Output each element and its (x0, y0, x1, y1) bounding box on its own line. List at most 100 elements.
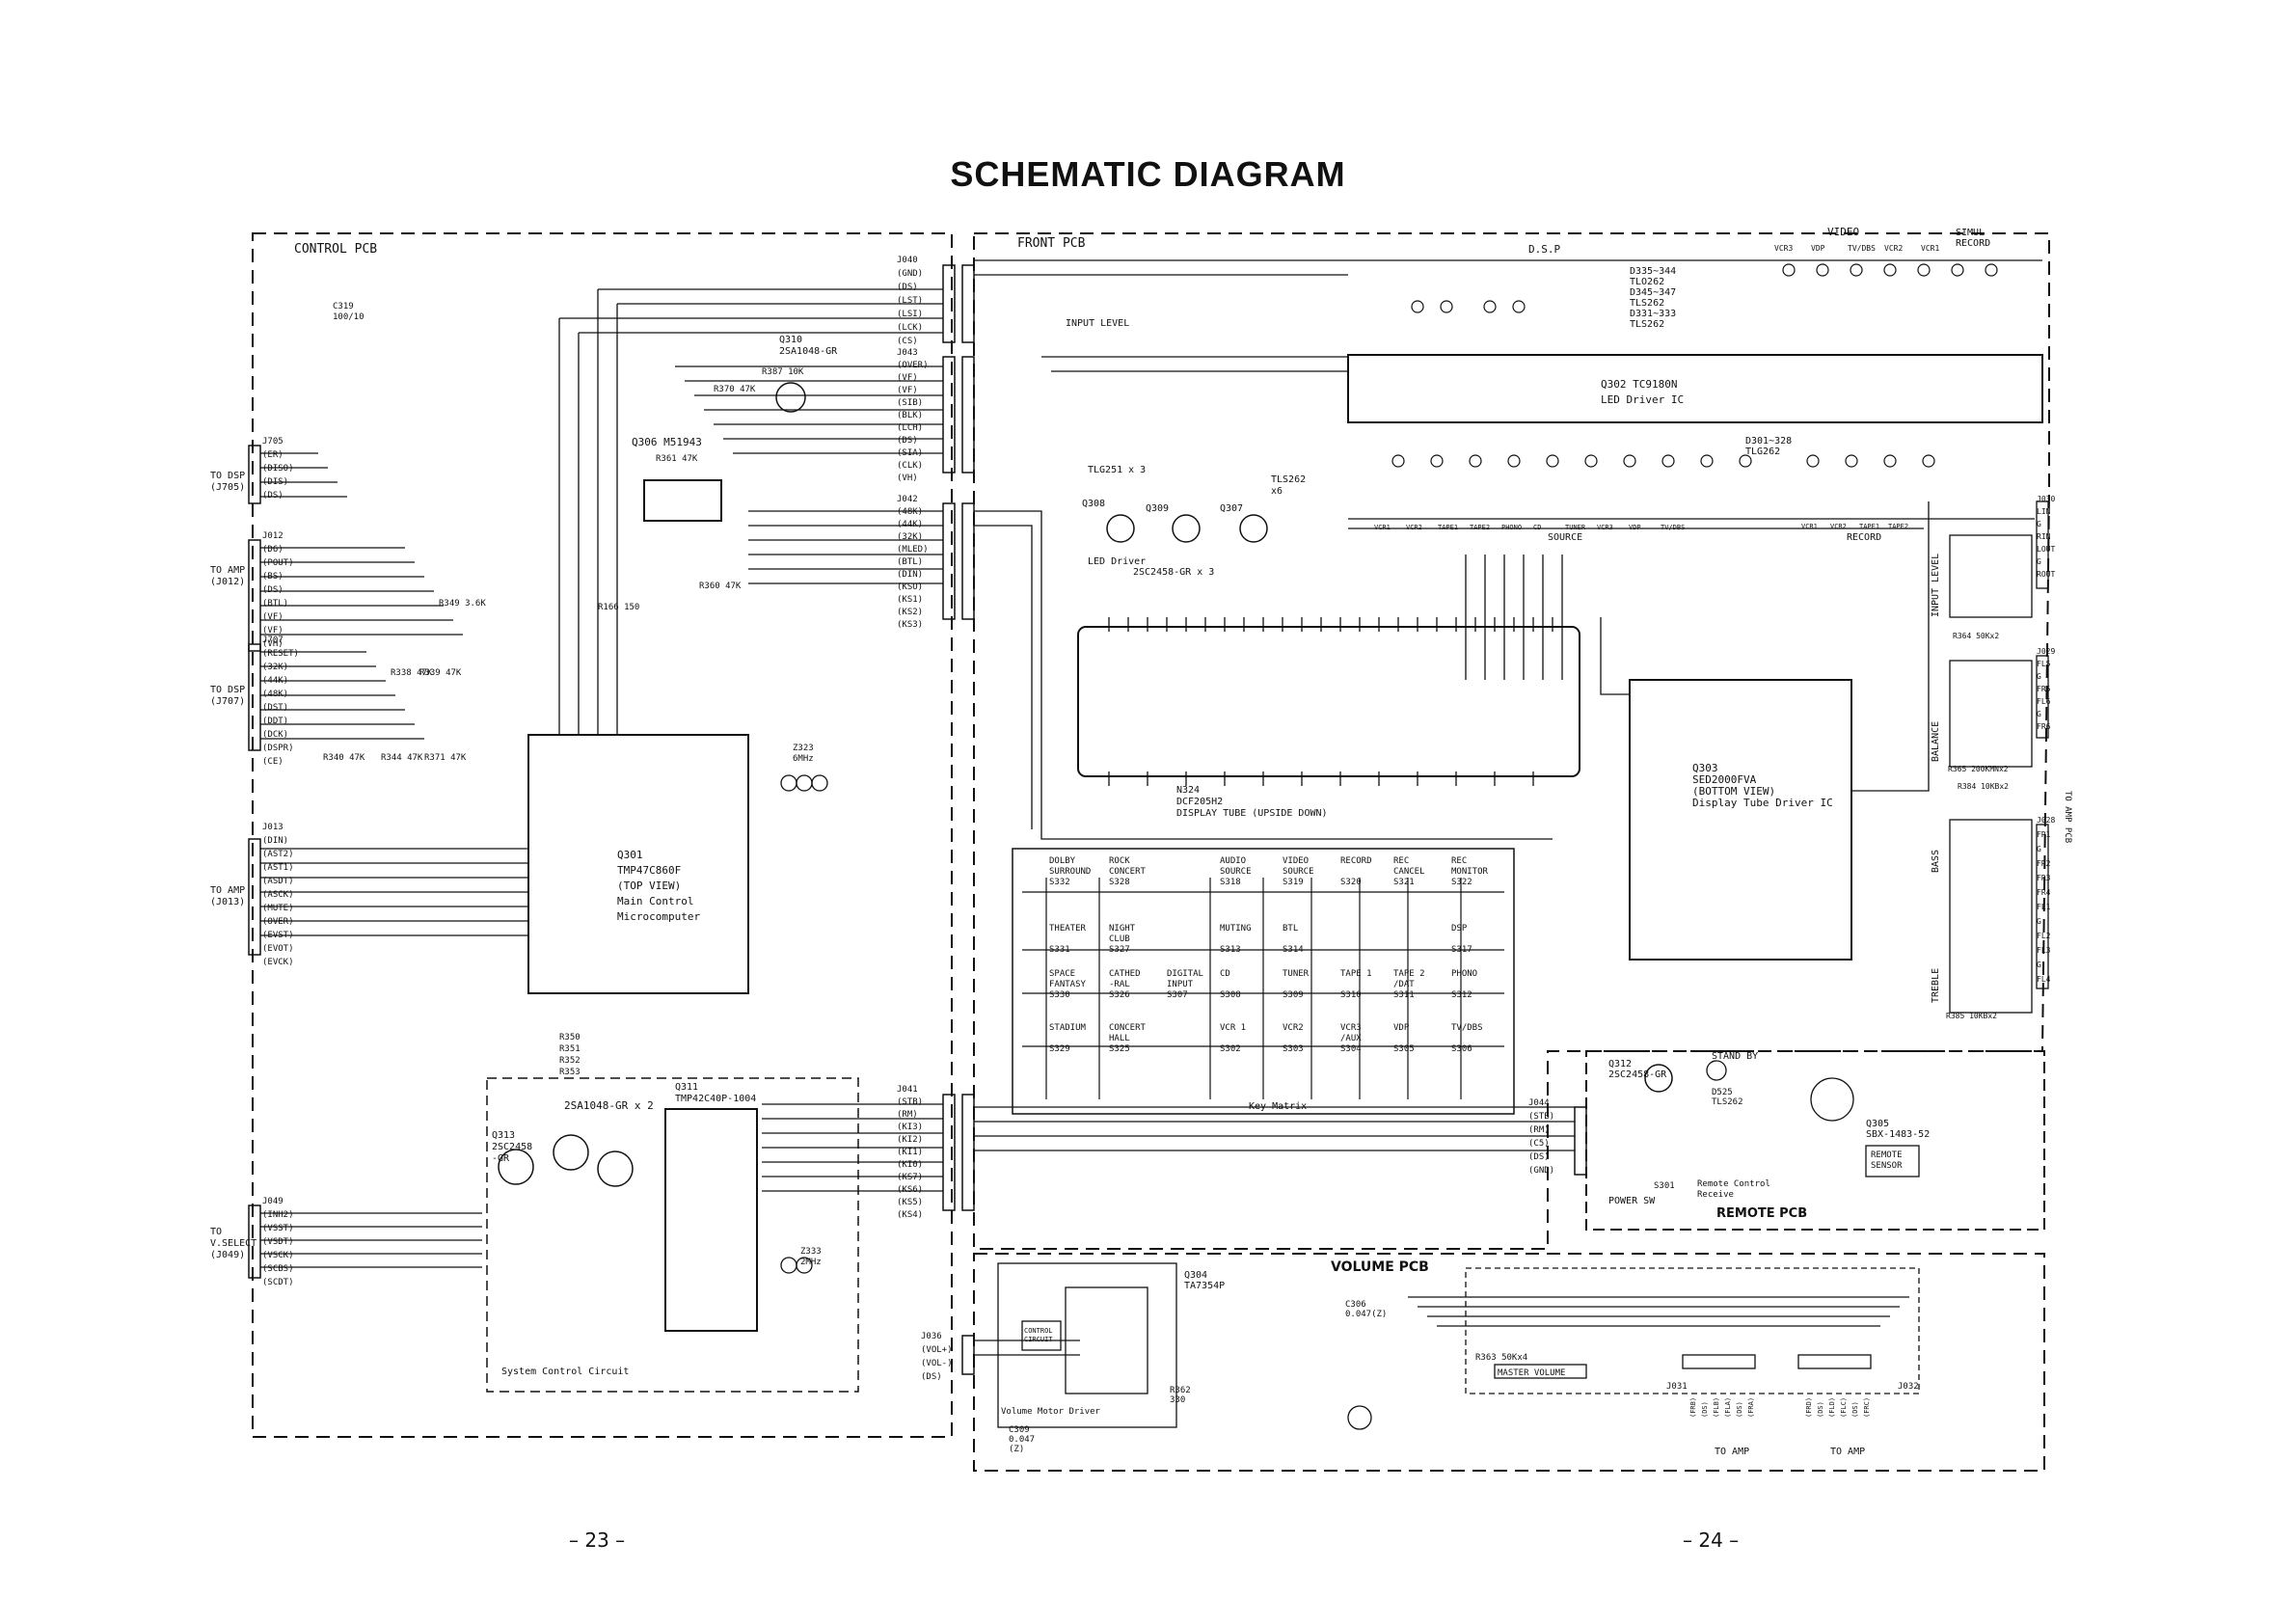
treble-label: TREBLE (1931, 968, 1941, 1003)
connector-j707-pin: (DST) (262, 703, 288, 713)
led-note-label: TLS262 (1630, 298, 1664, 309)
connector-j030-pin: J030 (2037, 495, 2055, 503)
to-amp-label: TO AMP (210, 565, 245, 576)
record-column-label: TAPE2 (1888, 523, 1908, 530)
connector-columns (248, 264, 1587, 1375)
key-matrix-grid (1022, 878, 1504, 1099)
connector-j044-pin: (RM) (1528, 1125, 1550, 1135)
connector-j049-pin: (VSST) (262, 1224, 294, 1233)
connector-j012-pin: (POUT) (262, 558, 294, 568)
connector-j043-pin: (CLK) (897, 461, 923, 471)
connector-j043-pin: (VF) (897, 373, 918, 383)
q301-chip (527, 734, 749, 994)
connector-j029-pin: FL5 (2037, 660, 2051, 668)
connector-j041-pin: (KI2) (897, 1135, 923, 1145)
led-note-label: TLO262 (1630, 277, 1664, 287)
connector-j040-pin: (LST) (897, 296, 923, 306)
key-matrix-switch: DOLBY (1049, 856, 1076, 866)
key-matrix-switch: S332 (1049, 878, 1070, 887)
connector-j707-pin: (DDT) (262, 717, 288, 726)
source-label: SOURCE (1548, 532, 1582, 543)
led-markers (1391, 263, 1998, 468)
q308-label: Q308 (1082, 499, 1105, 509)
connector-j013-pin: (EVCK) (262, 958, 294, 967)
key-matrix-switch: ROCK (1109, 856, 1130, 866)
connector-j707-pin: (RESET) (262, 649, 299, 659)
key-matrix-switch: S325 (1109, 1044, 1130, 1054)
key-matrix-switch: CD (1220, 969, 1230, 979)
input-level-label: INPUT LEVEL (1931, 554, 1941, 617)
source-column-label: TAPE1 (1438, 524, 1458, 531)
key-matrix-switch: VDP (1393, 1023, 1410, 1033)
key-matrix-switch: CLUB (1109, 934, 1130, 944)
q302-chip (1347, 354, 2043, 423)
key-matrix-switch: S319 (1283, 878, 1304, 887)
connector-j031-label: J031 (1666, 1382, 1688, 1392)
volume-pin-label: (FLC) (1840, 1397, 1848, 1418)
to-dsp-label: TO DSP (210, 471, 245, 481)
remote-receive-label: Remote Control (1697, 1179, 1770, 1189)
bass-label: BASS (1931, 850, 1941, 873)
connector-j028-pin: FL4 (2037, 975, 2051, 984)
key-matrix-switch: S322 (1451, 878, 1472, 887)
key-matrix-switch: S310 (1340, 990, 1362, 1000)
key-matrix-switch: PHONO (1451, 969, 1477, 979)
r364-label: R364 50Kx2 (1953, 632, 1999, 640)
remote-pcb-title: REMOTE PCB (1716, 1206, 1807, 1221)
connector-j013-pin: (DIN) (262, 836, 288, 846)
volume-pin-label: (DS) (1817, 1401, 1824, 1418)
volume-pin-label: (FRC) (1863, 1397, 1871, 1418)
resistor-label: R351 (559, 1044, 581, 1054)
connector-j013-pin: (ASCK) (262, 890, 294, 900)
key-matrix-switch: -RAL (1109, 980, 1130, 989)
key-matrix-switch: MUTING (1220, 924, 1252, 934)
connector-j013-pin: (EVOT) (262, 944, 294, 954)
source-column-label: VDP (1629, 524, 1641, 531)
connector-j030-pin: LOUT (2037, 545, 2055, 554)
bus-wires (260, 259, 2042, 1356)
key-matrix-switch: /DAT (1393, 980, 1415, 989)
q303-chip (1629, 679, 1852, 961)
key-matrix-switch: S328 (1109, 878, 1130, 887)
video-column-label: VDP (1811, 244, 1825, 253)
connector-j043-pin: (SIB) (897, 398, 923, 408)
q306-label: Q306 M51943 (632, 436, 702, 448)
connector-j013-pin: (AST1) (262, 863, 294, 873)
key-matrix-outline (1012, 848, 1515, 1115)
tls262-label: x6 (1271, 486, 1283, 497)
volume-pin-label: (FLB) (1713, 1397, 1720, 1418)
c306-label: 0.047(Z) (1345, 1310, 1387, 1319)
connector-j043-pin: (LCH) (897, 423, 923, 433)
remote-sensor-label: SENSOR (1871, 1161, 1903, 1171)
display-tube-label: DISPLAY TUBE (UPSIDE DOWN) (1176, 808, 1328, 819)
source-column-label: CD (1533, 524, 1541, 531)
video-column-label: TV/DBS (1848, 244, 1876, 253)
connector-j028-pin: G (2037, 917, 2041, 926)
control-circuit-label: CONTROL (1024, 1327, 1053, 1335)
power-switch-label: POWER SW (1608, 1196, 1656, 1206)
volume-pin-label: (DS) (1851, 1401, 1859, 1418)
source-column-label: VCR3 (1597, 524, 1613, 531)
c319-label: 100/10 (333, 312, 365, 322)
connector-j705-pin: (DIS) (262, 477, 288, 487)
record-column-label: VCR2 (1830, 523, 1847, 530)
resistor-label: R166 150 (598, 603, 639, 612)
connector-j028-pin: G (2037, 961, 2041, 969)
connector-j012-pin: (DS) (262, 585, 284, 595)
connector-j707-pin: (CE) (262, 757, 284, 767)
key-matrix-switch: CONCERT (1109, 867, 1147, 877)
resistor-label: R339 47K (419, 668, 462, 678)
key-matrix-switch: INPUT (1167, 980, 1194, 989)
key-matrix-switch: S330 (1049, 990, 1070, 1000)
connector-j042-pin: (44K) (897, 520, 923, 529)
q305-label: SBX-1483-52 (1866, 1129, 1930, 1140)
connector-j705-pin: J705 (262, 437, 284, 447)
switch-s301-label: S301 (1654, 1181, 1675, 1191)
volume-pin-label: (DS) (1701, 1401, 1709, 1418)
connector-j041-pin: J041 (897, 1085, 918, 1095)
connector-j043-pin: (VH) (897, 474, 918, 483)
z333-label: 2MHz (800, 1258, 822, 1267)
to-dsp-label: TO DSP (210, 685, 245, 695)
led-driver-label: LED Driver (1088, 556, 1146, 567)
stand-by-label: STAND BY (1712, 1051, 1758, 1062)
